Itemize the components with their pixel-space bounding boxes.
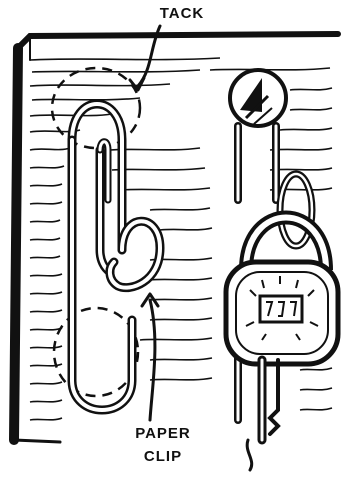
thumbtack-head-icon: [230, 70, 286, 126]
paper-clip-arrow: [142, 294, 158, 420]
paper-clip-label-line2: CLIP: [128, 449, 198, 465]
paper-clip-label-line1: PAPER: [128, 426, 198, 442]
key-ring: [280, 174, 312, 246]
key-icon: [247, 360, 278, 470]
padlock-icon: [226, 218, 338, 365]
tack-label: TACK: [152, 6, 212, 22]
clip-bottom-circle: [54, 308, 138, 396]
